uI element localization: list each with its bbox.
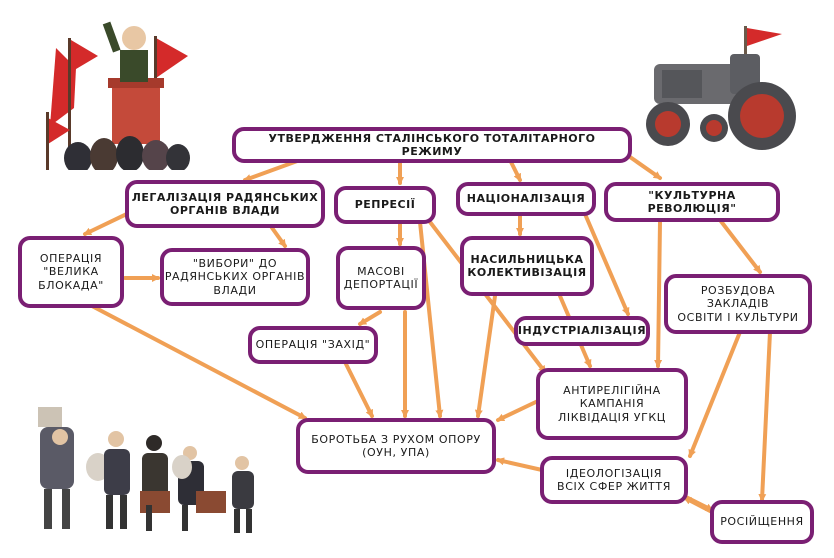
- node-root: УТВЕРДЖЕННЯ СТАЛІНСЬКОГО ТОТАЛІТАРНОГО Р…: [232, 127, 632, 163]
- arrow-west-fight: [343, 360, 374, 418]
- node-elections: "ВИБОРИ" ДО РАДЯНСЬКИХ ОРГАНІВ ВЛАДИ: [160, 248, 310, 306]
- node-repressions: РЕПРЕСІЇ: [334, 186, 436, 224]
- node-operation-blockade: ОПЕРАЦІЯ "ВЕЛИКА БЛОКАДА": [18, 236, 124, 308]
- node-fight-resistance: БОРОТЬБА З РУХОМ ОПОРУ (ОУН, УПА): [296, 418, 496, 474]
- arrow-education-russification: [758, 330, 772, 502]
- speaker-at-rally-illustration: [46, 21, 190, 170]
- arrow-anti-religious-fight: [496, 398, 542, 422]
- arrow-cultural-education: [718, 218, 762, 274]
- tractor-illustration: [646, 26, 796, 150]
- node-operation-west: ОПЕРАЦІЯ "ЗАХІД": [248, 326, 378, 364]
- arrow-cultural-anti-religious: [654, 220, 663, 368]
- arrow-root-nationalization: [508, 158, 522, 182]
- arrow-repressions-anti-religious: [428, 220, 547, 374]
- arrow-collectivization-fight: [474, 294, 497, 418]
- node-russification: РОСІЙЩЕННЯ: [710, 500, 814, 544]
- arrow-legalization-elections: [268, 223, 287, 248]
- arrow-russification-ideologization: [683, 496, 714, 514]
- node-mass-deportations: МАСОВІ ДЕПОРТАЦІЇ: [336, 246, 426, 310]
- arrow-nationalization-industrialization: [583, 212, 630, 316]
- node-education-culture: РОЗБУДОВА ЗАКЛАДІВ ОСВІТИ І КУЛЬТУРИ: [664, 274, 812, 334]
- node-anti-religious: АНТИРЕЛІГІЙНА КАМПАНІЯ ЛІКВІДАЦІЯ УГКЦ: [536, 368, 688, 440]
- node-legalization: ЛЕГАЛІЗАЦІЯ РАДЯНСЬКИХ ОРГАНІВ ВЛАДИ: [125, 180, 325, 228]
- deportees-illustration: [38, 407, 254, 533]
- arrow-education-ideologization: [688, 330, 742, 458]
- node-ideologization: ІДЕОЛОГІЗАЦІЯ ВСІХ СФЕР ЖИТТЯ: [540, 456, 688, 504]
- arrow-root-legalization: [243, 158, 302, 182]
- arrow-ideologization-fight: [496, 457, 544, 472]
- node-forced-collectivization: НАСИЛЬНИЦЬКА КОЛЕКТИВІЗАЦІЯ: [460, 236, 594, 296]
- node-industrialization: ІНДУСТРІАЛІЗАЦІЯ: [514, 316, 650, 346]
- arrow-deportations-operation-west: [358, 310, 382, 326]
- node-nationalization: НАЦІОНАЛІЗАЦІЯ: [456, 182, 596, 216]
- node-cultural-revolution: "КУЛЬТУРНА РЕВОЛЮЦІЯ": [604, 182, 780, 222]
- arrow-blockade-fight: [90, 304, 307, 420]
